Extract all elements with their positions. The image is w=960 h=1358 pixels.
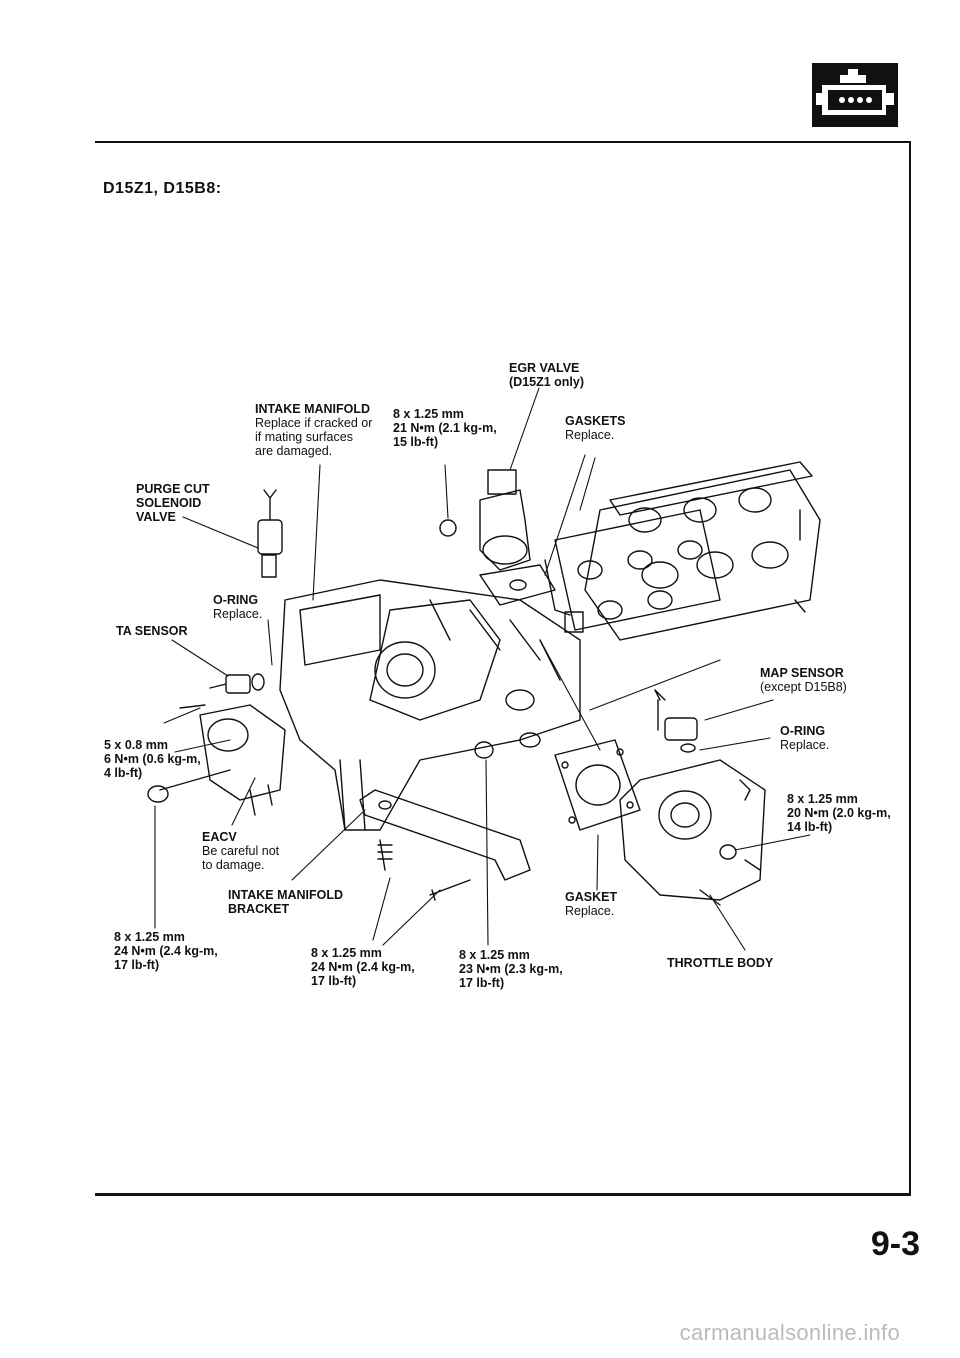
ta-sensor-label: TA SENSOR (116, 624, 188, 638)
bolt-20nm-label: 8 x 1.25 mm 20 N•m (2.0 kg-m, 14 lb-ft) (787, 792, 891, 834)
map-sensor-part (654, 689, 698, 753)
oring-right-label: O-RING Replace. (780, 724, 830, 752)
bolt-23nm-label: 8 x 1.25 mm 23 N•m (2.3 kg-m, 17 lb-ft) (459, 948, 563, 990)
egr-valve-part (479, 469, 584, 633)
bolt-21nm-label: 8 x 1.25 mm 21 N•m (2.1 kg-m, 15 lb-ft) (393, 407, 497, 449)
ta-sensor-part (209, 673, 265, 694)
egr-valve-label: EGR VALVE (D15Z1 only) (509, 361, 585, 389)
purge-cut-solenoid-part (257, 489, 283, 578)
eacv-label: EACV Be careful not to damage. (202, 830, 280, 872)
bolt-6nm-label: 5 x 0.8 mm 6 N•m (0.6 kg-m, 4 lb-ft) (104, 738, 201, 780)
manifold-gasket-runners (554, 461, 821, 641)
fasteners (439, 519, 661, 759)
leader-lines (154, 387, 811, 951)
throttle-body-gasket-part (554, 739, 641, 831)
intake-manifold-body (279, 579, 581, 831)
eacv-part (147, 704, 286, 816)
frame-bottom-rule (95, 1193, 911, 1196)
throttle-body-label: THROTTLE BODY (667, 956, 774, 970)
gaskets-label: GASKETS Replace. (565, 414, 626, 442)
manifold-bracket-part (359, 789, 531, 901)
manifold-bracket-label: INTAKE MANIFOLD BRACKET (228, 888, 344, 916)
purge-cut-solenoid-label: PURGE CUT SOLENOID VALVE (136, 482, 210, 524)
bolt-24nm-mid-label: 8 x 1.25 mm 24 N•m (2.4 kg-m, 17 lb-ft) (311, 946, 415, 988)
bolt-24nm-left-label: 8 x 1.25 mm 24 N•m (2.4 kg-m, 17 lb-ft) (114, 930, 218, 972)
watermark-footer: carmanualsonline.info (679, 1320, 900, 1345)
throttle-body-part (619, 759, 766, 906)
intake-manifold-label: INTAKE MANIFOLD Replace if cracked or if… (255, 402, 373, 458)
throttle-gasket-label: GASKET Replace. (565, 890, 618, 918)
engine-variant-heading: D15Z1, D15B8: (103, 180, 222, 197)
frame-right-rule (909, 141, 911, 1193)
oring-left-label: O-RING Replace. (213, 593, 263, 621)
map-sensor-label: MAP SENSOR (except D15B8) (760, 666, 847, 694)
page-number: 9-3 (870, 1225, 920, 1263)
frame-top-rule (95, 141, 910, 143)
engine-section-icon (812, 63, 898, 127)
